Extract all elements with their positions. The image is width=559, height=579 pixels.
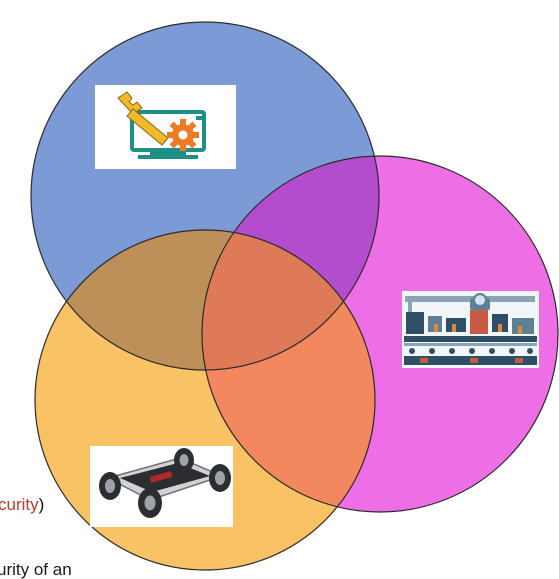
security-text-word: curity — [0, 495, 39, 514]
wrench-gear-monitor-icon — [95, 85, 236, 169]
security-text-fragment: curity) — [0, 496, 44, 513]
security-text-paren: ) — [38, 495, 45, 514]
security-of-an-text-fragment: urity of an — [0, 560, 72, 579]
factory-production-line-icon — [402, 291, 539, 368]
vehicle-chassis-icon — [90, 446, 233, 527]
overlap-top-right — [202, 156, 379, 370]
circle-bottom-left-outline — [34, 229, 376, 571]
circle-right-outline — [201, 155, 559, 513]
overlap-center — [202, 230, 375, 370]
circle-top-outline — [30, 21, 380, 371]
